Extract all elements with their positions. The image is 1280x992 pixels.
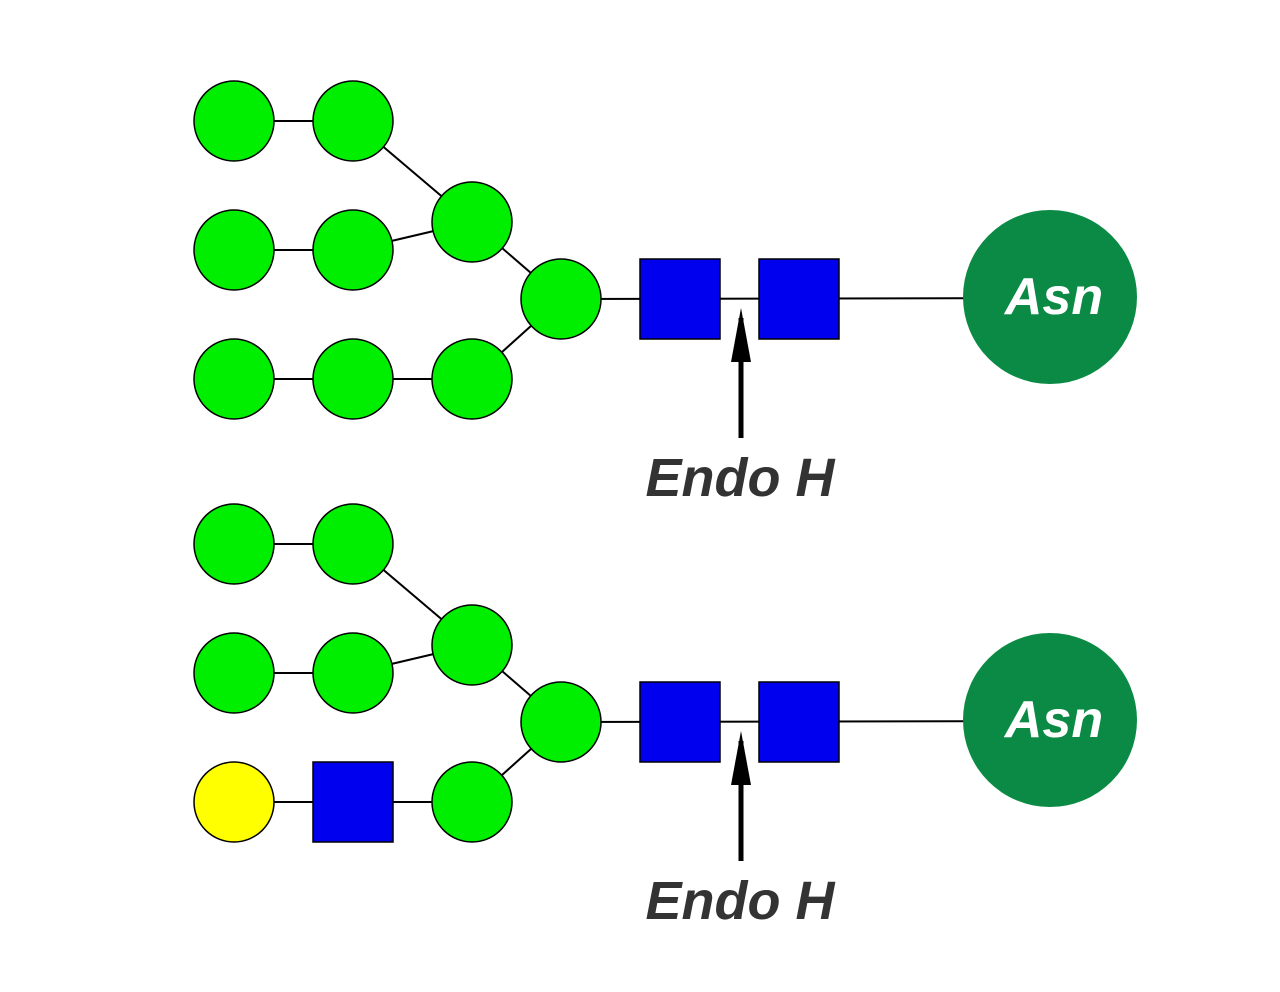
mannose-residue [193,338,275,420]
enzyme-label: Endo H [646,871,836,931]
mannose-residue [193,209,275,291]
asn-anchor [963,210,1137,384]
mannose-residue [312,80,394,162]
asn-label: Asn [1003,691,1103,749]
enzyme-label: Endo H [646,448,836,508]
asn-label: Asn [1003,268,1103,326]
mannose-residue [193,632,275,714]
mannose-residue [520,681,602,763]
mannose-residue [520,258,602,340]
cleavage-arrowhead [731,731,751,785]
glcnac-residue [758,258,840,340]
galactose-residue [193,761,275,843]
glcnac-residue [758,681,840,763]
glcnac-residue [639,681,721,763]
mannose-residue [431,338,513,420]
mannose-residue [193,503,275,585]
cleavage-arrowhead [731,308,751,362]
mannose-residue [193,80,275,162]
glycan-bottom: Asn Endo H [193,503,1137,931]
mannose-residue [312,632,394,714]
mannose-residue [431,761,513,843]
asn-anchor [963,633,1137,807]
glcnac-residue [639,258,721,340]
mannose-residue [431,181,513,263]
mannose-residue [312,209,394,291]
mannose-residue [312,503,394,585]
glcnac-residue [312,761,394,843]
mannose-residue [431,604,513,686]
mannose-residue [312,338,394,420]
glycan-top: Asn Endo H [193,80,1137,508]
